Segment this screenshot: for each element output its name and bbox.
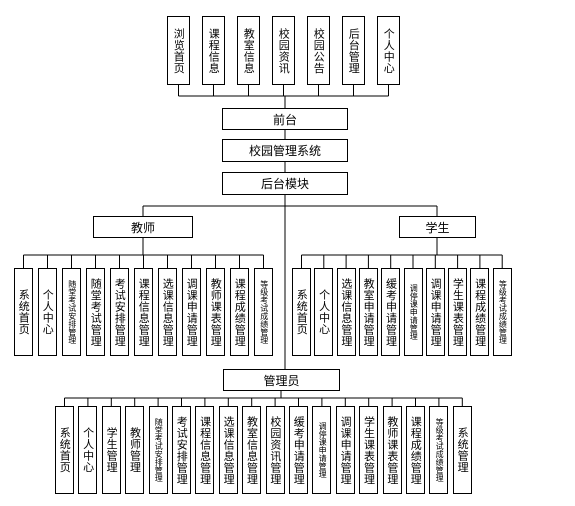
front_items-item: 教室信息 <box>237 16 260 85</box>
teacher.items-item: 课程信息管理 <box>134 268 153 356</box>
student.items-item: 个人中心 <box>314 268 334 356</box>
admin.items-item: 课程成绩管理 <box>406 406 425 494</box>
admin.items-item: 个人中心 <box>78 406 98 494</box>
teacher.items-item: 课程成绩管理 <box>230 268 249 356</box>
student.items-item: 课程成绩管理 <box>470 268 490 356</box>
admin.items-item: 教师管理 <box>125 406 145 494</box>
student.items-item: 缓考申请管理 <box>381 268 401 356</box>
front_items-item: 后台管理 <box>342 16 365 85</box>
admin.items-item: 系统首页 <box>55 406 74 494</box>
front_items-item: 校园公告 <box>307 16 330 85</box>
student-node: 学生 <box>399 216 476 238</box>
teacher.items-item: 系统首页 <box>14 268 33 356</box>
teacher.items-item: 选课信息管理 <box>158 268 177 356</box>
admin.items-item: 缓考申请管理 <box>289 406 308 494</box>
teacher.items-item: 等级考试成绩管理 <box>254 268 273 356</box>
teacher.items-item: 调课申请管理 <box>182 268 201 356</box>
admin.items-item: 校园资讯管理 <box>265 406 285 494</box>
teacher.items-item: 个人中心 <box>38 268 57 356</box>
student.items-item: 学生课表管理 <box>448 268 468 356</box>
admin.items-item: 选课信息管理 <box>218 406 238 494</box>
admin.items-item: 教室信息管理 <box>242 406 262 494</box>
student.items-item: 调课申请管理 <box>425 268 445 356</box>
admin.items-item: 教师课表管理 <box>382 406 402 494</box>
admin.items-item: 系统管理 <box>452 406 472 494</box>
backend-node: 后台模块 <box>222 172 348 195</box>
front_items-item: 浏览首页 <box>167 16 190 85</box>
admin.items-item: 随堂考试安排管理 <box>148 406 168 494</box>
admin.items-item: 等级考试成绩管理 <box>429 406 449 494</box>
student.items-item: 系统首页 <box>292 268 311 356</box>
teacher.items-item: 考试安排管理 <box>110 268 129 356</box>
admin.items-item: 课程信息管理 <box>195 406 215 494</box>
front-node: 前台 <box>222 108 348 130</box>
teacher.items-item: 教师课表管理 <box>206 268 225 356</box>
teacher-node: 教师 <box>93 216 193 238</box>
admin.items-item: 学生管理 <box>101 406 121 494</box>
admin.items-item: 调课申请管理 <box>335 406 355 494</box>
admin.items-item: 学生课表管理 <box>359 406 379 494</box>
front_items-item: 个人中心 <box>377 16 400 85</box>
admin-node: 管理员 <box>223 369 340 391</box>
admin.items-item: 调停课申请管理 <box>312 406 332 494</box>
teacher.items-item: 随堂考试管理 <box>86 268 105 356</box>
admin.items-item: 考试安排管理 <box>172 406 191 494</box>
student.items-item: 选课信息管理 <box>336 268 356 356</box>
student.items-item: 调停课申请管理 <box>403 268 423 356</box>
front_items-item: 校园资讯 <box>272 16 295 85</box>
teacher.items-item: 随堂考试安排管理 <box>62 268 81 356</box>
student.items-item: 等级考试成绩管理 <box>492 268 512 356</box>
root-node: 校园管理系统 <box>222 139 348 162</box>
student.items-item: 教室申请管理 <box>358 268 378 356</box>
front_items-item: 课程信息 <box>202 16 225 85</box>
